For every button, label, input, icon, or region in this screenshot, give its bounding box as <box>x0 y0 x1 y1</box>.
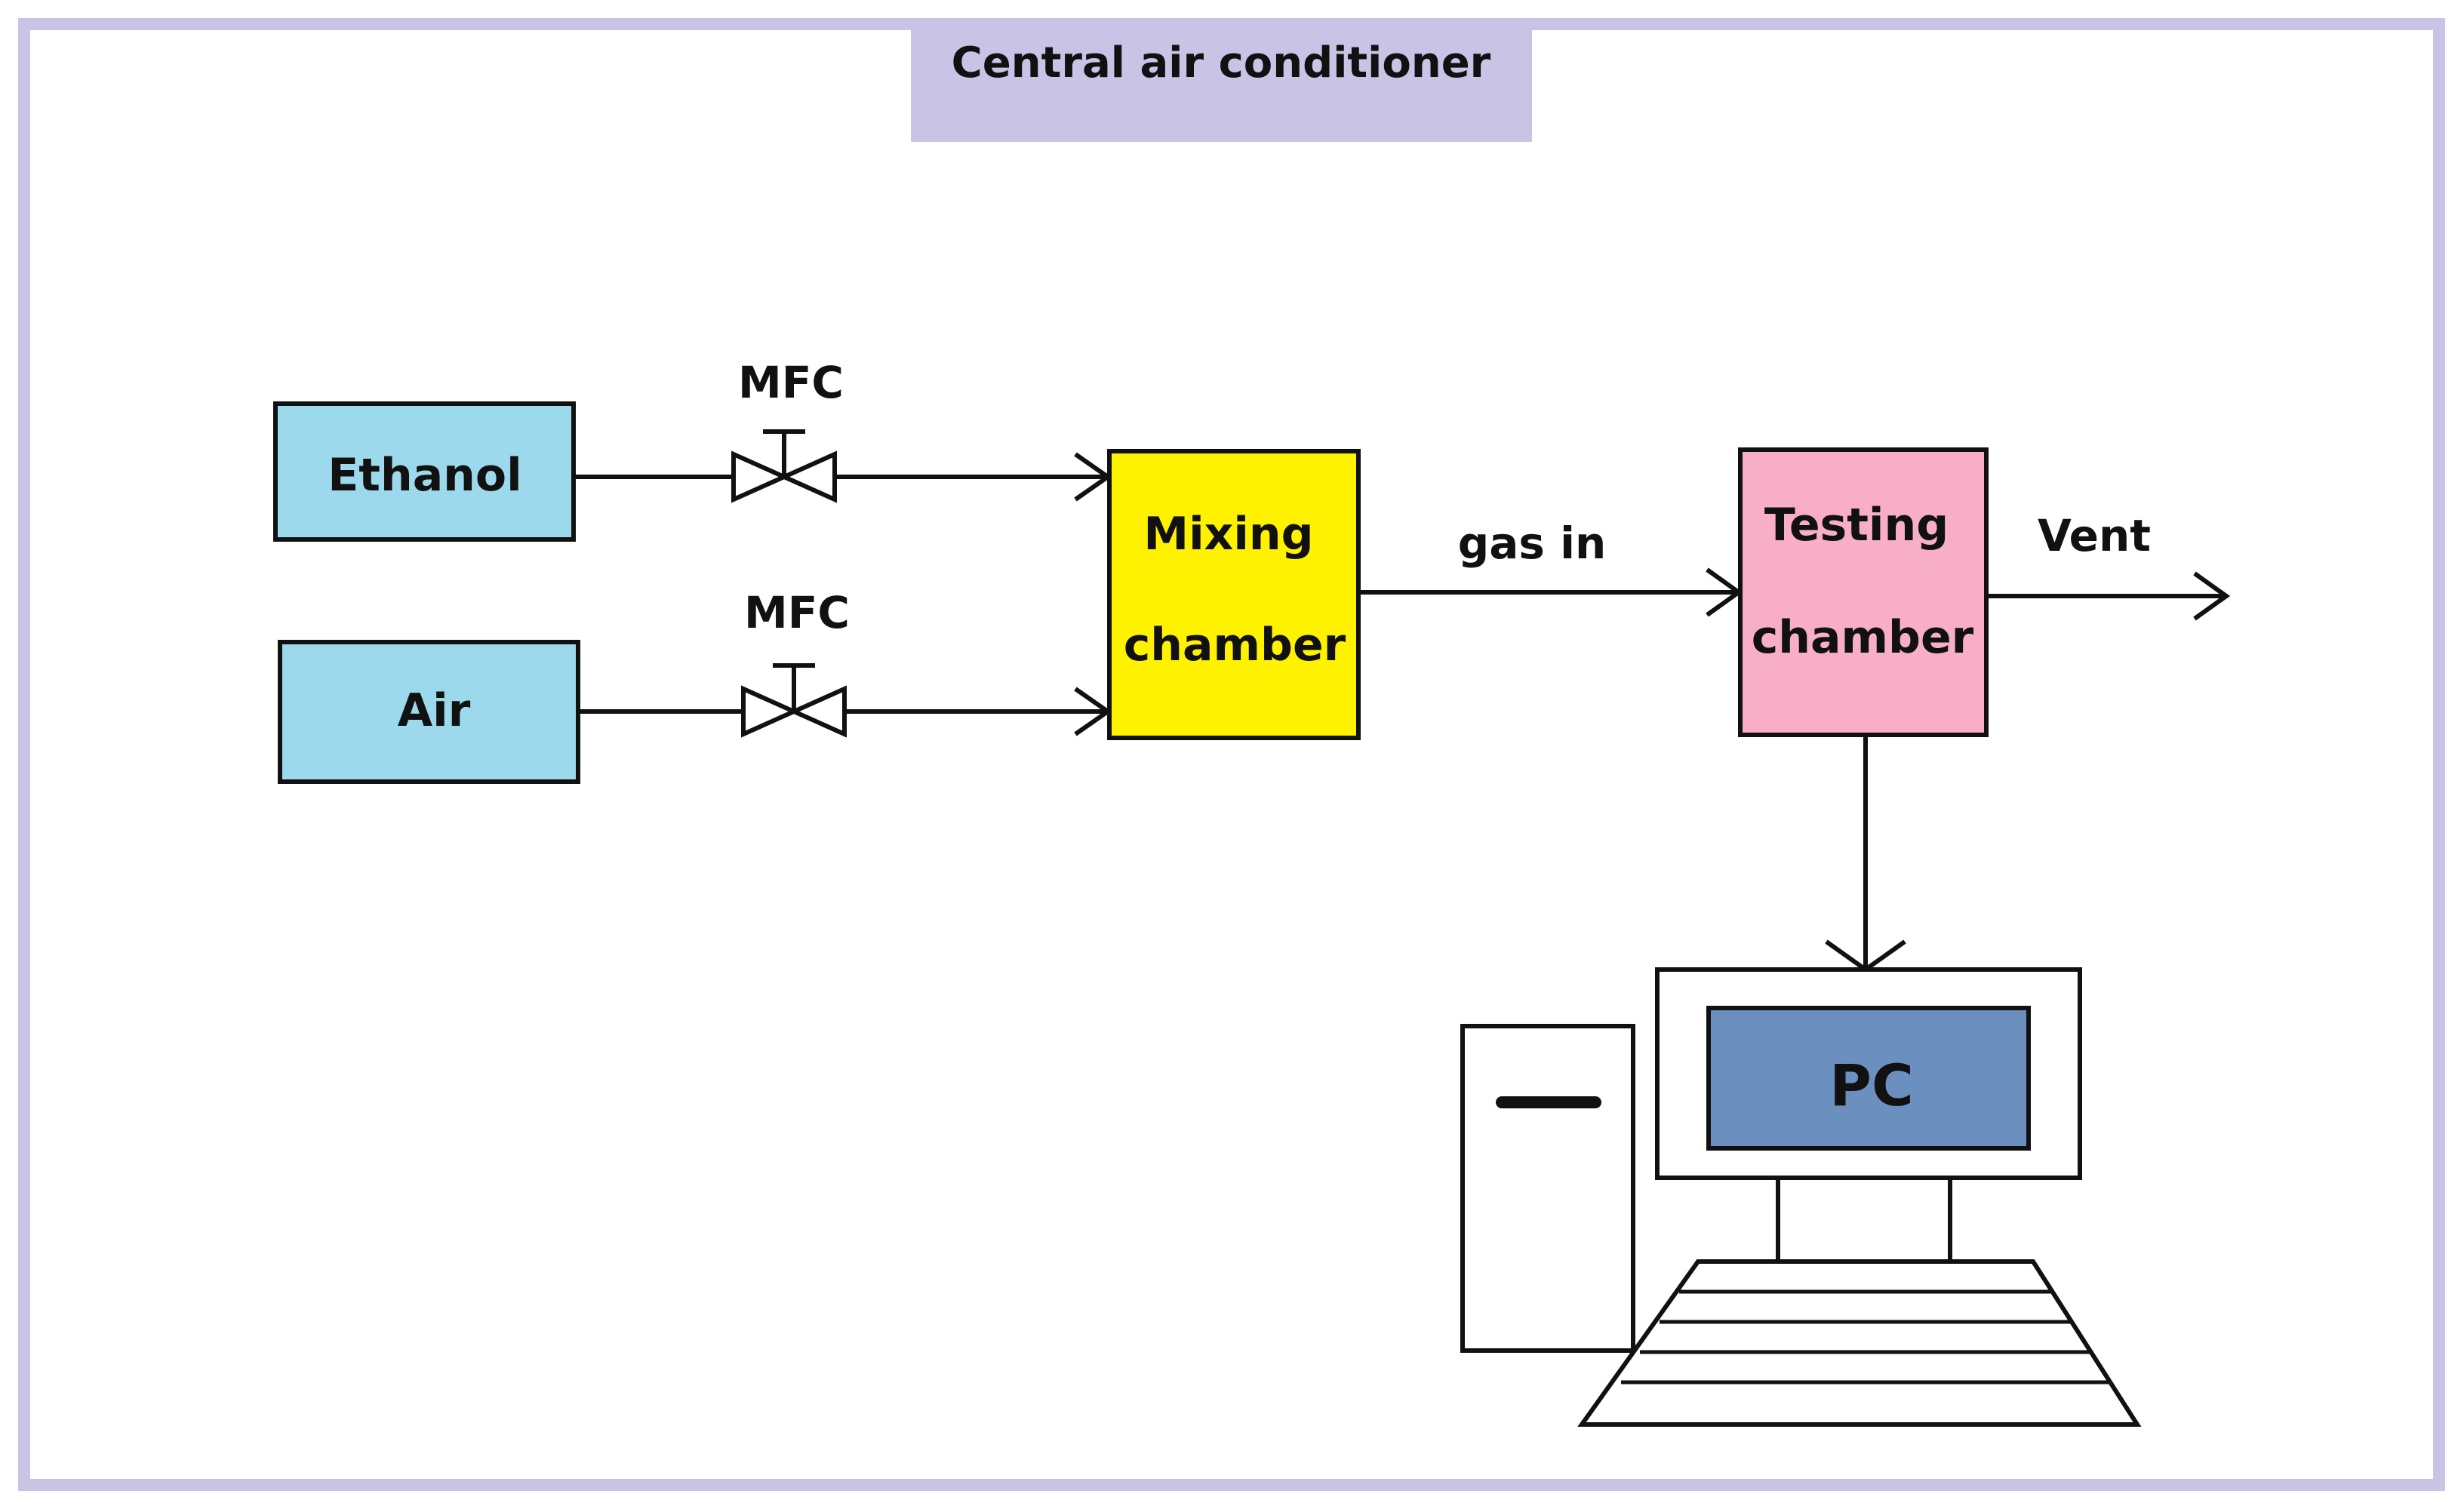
air-label: Air <box>398 684 471 737</box>
air-box <box>278 640 580 784</box>
testing-chamber-line2: chamber <box>1752 611 1974 664</box>
computer-screen <box>1706 1006 2031 1151</box>
valve-icon <box>741 663 847 738</box>
gas-in-label: gas in <box>1458 518 1607 569</box>
valve-icon <box>731 429 837 503</box>
ethanol-box <box>273 401 576 542</box>
testing-chamber-box <box>1738 447 1989 737</box>
computer-icon <box>1460 967 2142 1427</box>
mfc-top-label: MFC <box>738 357 844 408</box>
testing-chamber-line1: Testing <box>1764 499 1949 552</box>
mixing-chamber-line2: chamber <box>1124 619 1346 672</box>
header-label: Central air conditioner <box>952 38 1491 88</box>
vent-label: Vent <box>2038 510 2151 561</box>
mfc-bottom-label: MFC <box>744 587 850 638</box>
header-box <box>911 20 1532 142</box>
vent-arrowhead <box>2193 571 2231 621</box>
pc-label: PC <box>1829 1052 1913 1119</box>
computer-tower <box>1460 1024 1635 1353</box>
ethanol-label: Ethanol <box>328 449 521 502</box>
mixing-chamber-line1: Mixing <box>1143 508 1313 561</box>
mixing-chamber-box <box>1107 449 1361 740</box>
